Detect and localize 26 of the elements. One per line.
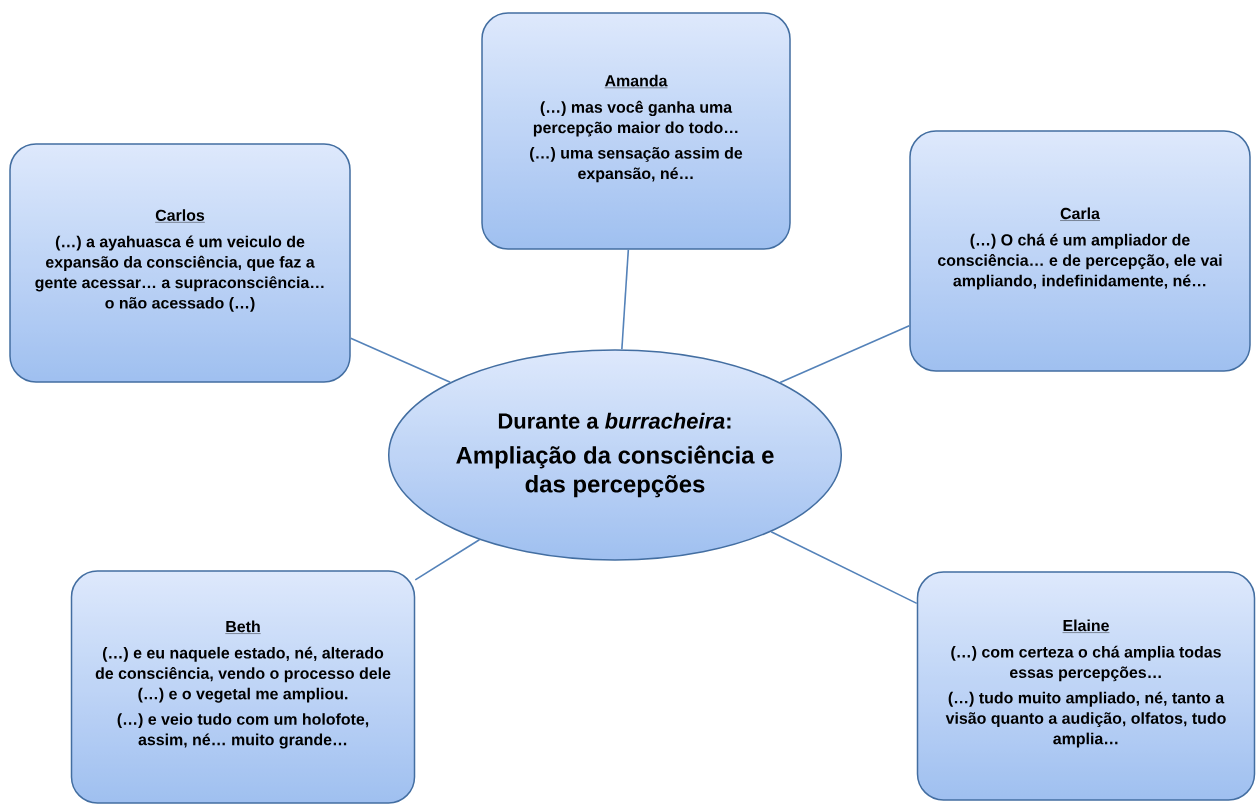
quote-box [9,143,351,383]
quote: (…) a ayahuasca é um veiculo de expansão da consciência, que faz a gente acessar… a supraconsciência… o não acessado (…) [35,235,324,312]
quote: (…) e veio tudo com um holofote, assim, né… muito grande… [117,713,369,749]
connector-line [779,324,911,384]
quote-box [916,571,1256,801]
connector-line [770,530,918,605]
connector-line [621,248,630,351]
quote: (…) uma sensação assim de expansão, né… [530,147,743,183]
heading: Durante a burracheira: [498,412,731,429]
speaker-name: Carlos [155,209,205,223]
quote-box [909,130,1251,372]
quote: (…) mas você ganha uma percepção maior do todo… [533,100,738,137]
quote: (…) com certeza o chá amplia todas essas percepções… [951,645,1221,682]
quote: (…) e eu naquele estado, né, alterado de consciência, vendo o processo dele (…) e o vegetal me ampliou. [95,646,391,703]
quote: (…) O chá é um ampliador de consciência… e de percepção, ele vai ampliando, indefinidamente, né… [938,233,1222,290]
connector-line [349,337,452,384]
speaker-name: Carla [1059,207,1101,221]
speaker-name: Elaine [1062,619,1110,633]
quote: (…) tudo muito ampliado, né, tanto a visão quanto a audição, olfatos, tudo amplia… [945,691,1226,748]
speaker-name: Amanda [604,74,668,88]
connector-line [414,539,481,581]
statement: Ampliação da consciência e das percepções [456,445,774,498]
central-ellipse [388,349,843,561]
quote-box [481,12,791,250]
quote-box [70,570,416,804]
speaker-name: Beth [225,620,261,634]
